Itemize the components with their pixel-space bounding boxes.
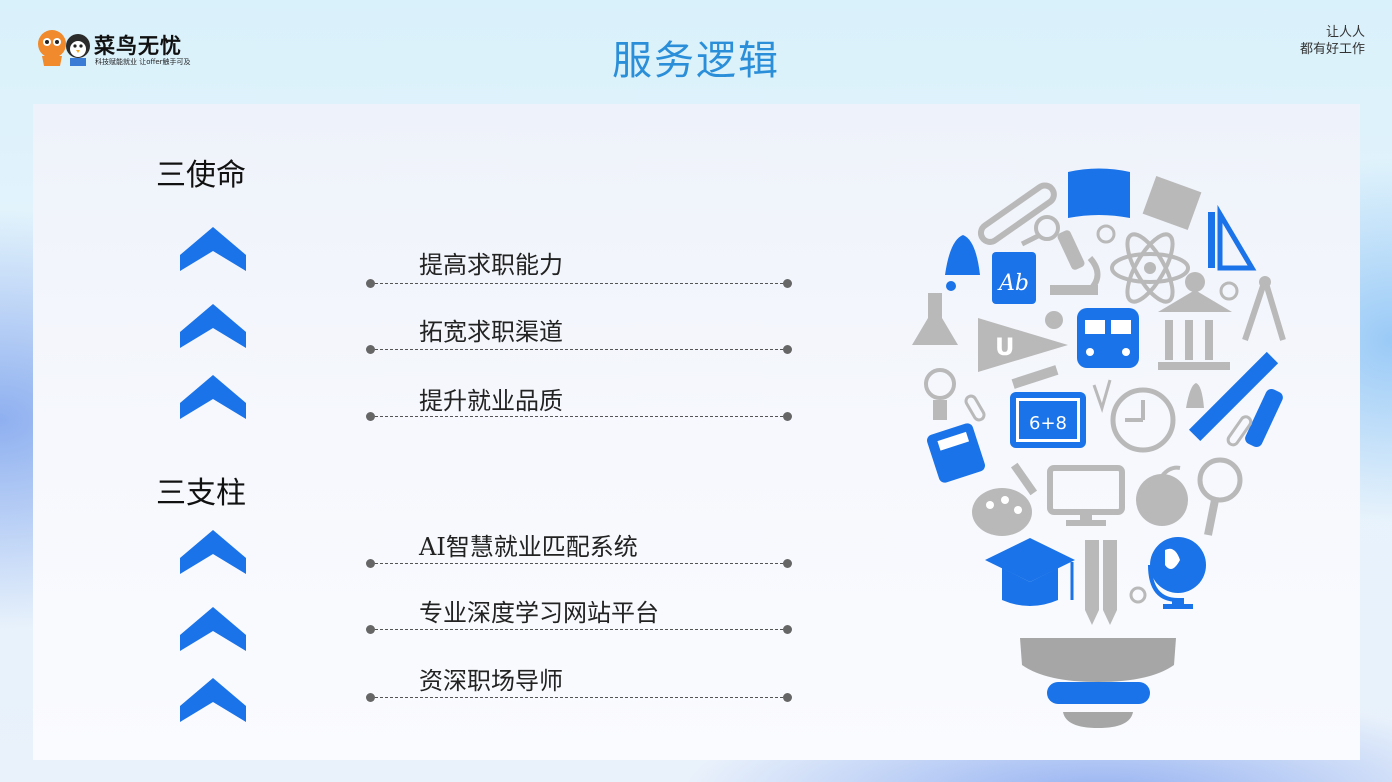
lightbulb-illustration: Ab U 6+8 [912, 168, 1286, 728]
divider-line [370, 563, 788, 564]
book-icon [1068, 168, 1130, 218]
bulb-small-icon [1219, 281, 1239, 301]
bus-icon [1077, 308, 1139, 368]
clock-icon [1110, 387, 1176, 453]
pillar-item-2: 专业深度学习网站平台 [419, 599, 659, 627]
line-endpoint [783, 559, 792, 568]
pillars-title: 三支柱 [156, 476, 246, 511]
test-tube-small-icon [1226, 415, 1253, 447]
divider-line [370, 416, 788, 417]
line-endpoint [783, 412, 792, 421]
globe-icon [1148, 537, 1206, 609]
chevron-up-icon [180, 678, 246, 722]
slogan-line-1: 让人人 [1325, 25, 1365, 40]
test-tube-icon [977, 182, 1057, 245]
palette-icon [1185, 272, 1205, 292]
brand-tagline: 科技赋能就业 让offer触手可及 [95, 58, 191, 66]
bank-icon [1158, 290, 1232, 370]
brand-name: 菜鸟无忧 [94, 34, 182, 58]
chevron-up-icon [180, 227, 246, 271]
line-endpoint [366, 412, 375, 421]
line-endpoint [783, 693, 792, 702]
ruler-triangle-icon [1208, 204, 1257, 271]
line-endpoint [366, 279, 375, 288]
line-endpoint [783, 279, 792, 288]
notepad-icon [1142, 175, 1202, 231]
ruler-icon [1188, 351, 1279, 442]
line-endpoint [366, 693, 375, 702]
pillar-item-3: 资深职场导师 [419, 667, 563, 695]
slogan: 让人人 都有好工作 [1300, 24, 1365, 58]
lamp-icon [1096, 224, 1116, 244]
pillar-item-1: AI智慧就业匹配系统 [419, 533, 638, 561]
pennant-icon: U [978, 318, 1068, 372]
line-endpoint [783, 625, 792, 634]
calculator-icon [927, 423, 985, 483]
brand-logo-icon [38, 30, 90, 66]
line-endpoint [366, 625, 375, 634]
atom-icon [1110, 232, 1190, 304]
magnifier-large-icon [1197, 457, 1243, 536]
chevron-up-icon [180, 607, 246, 651]
line-endpoint [783, 345, 792, 354]
graduation-cap-icon [985, 538, 1075, 606]
book-text: Ab [997, 271, 1029, 296]
tube-small-icon [964, 394, 986, 422]
check-icon [1092, 379, 1112, 413]
pencil-gray-icon [1010, 462, 1038, 496]
divider-line [370, 697, 788, 698]
chalkboard-icon: 6+8 [1010, 392, 1086, 448]
chalkboard-text: 6+8 [1029, 413, 1067, 434]
divider-line [370, 629, 788, 630]
mission-item-3: 提升就业品质 [419, 387, 563, 415]
svg-text:U: U [995, 333, 1015, 361]
bell-small-icon [1186, 383, 1204, 408]
pencil-icon [1245, 388, 1283, 448]
flask-icon [912, 293, 958, 345]
page-title: 服务逻辑 [612, 38, 780, 84]
divider-line [370, 349, 788, 350]
magnifier-icon [1020, 215, 1060, 247]
book-ab-icon: Ab [992, 252, 1036, 304]
divider-line [370, 283, 788, 284]
slogan-line-2: 都有好工作 [1299, 42, 1365, 57]
monitor-icon [1047, 465, 1125, 526]
bulb-base-icon [1020, 638, 1176, 728]
bell-icon [945, 235, 980, 291]
chevron-up-icon [180, 304, 246, 348]
bulb-tiny-icon [1129, 586, 1147, 604]
apple-small-icon [1045, 311, 1063, 329]
mission-item-1: 提高求职能力 [419, 251, 563, 279]
mission-item-2: 拓宽求职渠道 [419, 318, 563, 346]
chevron-up-icon [180, 530, 246, 574]
apple-icon [1136, 465, 1188, 526]
bulb-icon [924, 368, 956, 420]
chevron-up-icon [180, 375, 246, 419]
microscope-icon [1050, 230, 1101, 295]
missions-title: 三使命 [156, 158, 246, 193]
line-endpoint [366, 559, 375, 568]
pencils-icon [1085, 540, 1117, 625]
palette-large-icon [972, 488, 1032, 536]
compass-icon [1242, 276, 1286, 341]
pencil-small-icon [1011, 365, 1059, 389]
line-endpoint [366, 345, 375, 354]
